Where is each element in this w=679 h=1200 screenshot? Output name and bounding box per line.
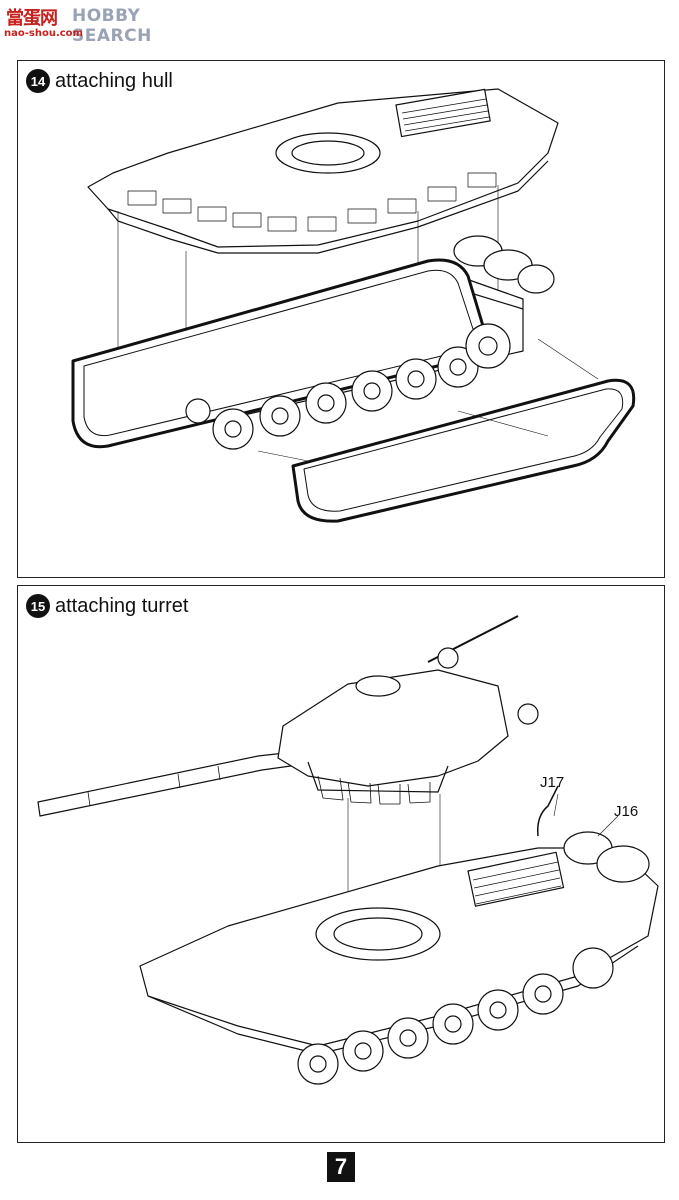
watermark-url: nao-shou.com — [4, 28, 83, 39]
turret-assembly-illustration — [37, 615, 659, 1085]
page-number: 7 — [327, 1152, 355, 1182]
step-15-number-badge: 15 — [26, 594, 50, 618]
step-14-title: attaching hull — [55, 69, 173, 92]
step-15-title: attaching turret — [55, 594, 189, 617]
watermark-brand-en: HOBBY SEARCH — [72, 6, 152, 46]
part-label-j16: J16 — [614, 803, 639, 820]
part-label-j17: J17 — [540, 774, 565, 791]
step-14-header: 14 attaching hull — [26, 67, 173, 95]
step-14-number-badge: 14 — [26, 69, 50, 93]
step-14-panel: 14 attaching hull — [17, 60, 665, 578]
watermark: 當蛋网 HOBBY SEARCH nao-shou.com — [0, 2, 200, 46]
step-15-panel: 15 attaching turret — [17, 585, 665, 1143]
step-15-header: 15 attaching turret — [26, 592, 188, 620]
hull-assembly-illustration — [71, 88, 636, 523]
watermark-brand-cn: 當蛋网 — [6, 8, 58, 29]
